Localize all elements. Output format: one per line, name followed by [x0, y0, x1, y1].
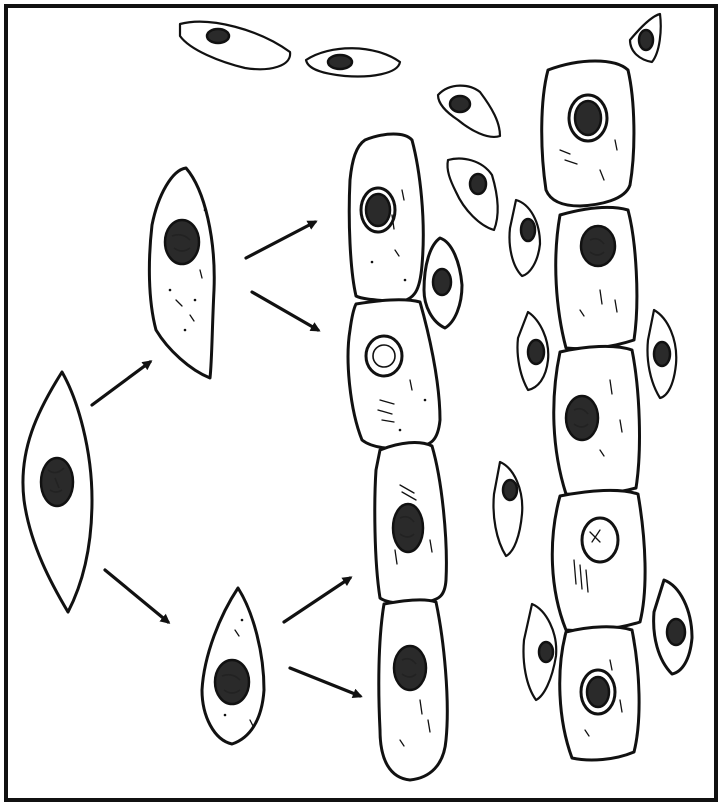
- arrow-stem-to-lower: [103, 568, 171, 624]
- upper-progenitor-cell: [147, 166, 216, 380]
- small-cells-right: [492, 198, 694, 702]
- lower-progenitor-cell: [200, 586, 266, 746]
- small-cell-middle: [422, 236, 464, 330]
- right-cell-column: [540, 59, 647, 762]
- small-cells-top: [178, 12, 662, 232]
- middle-cell-column: [346, 132, 449, 782]
- arrow-upper-to-row2: [250, 290, 321, 332]
- arrow-stem-to-upper: [90, 360, 153, 407]
- stem-cell: [21, 370, 94, 614]
- figure-border: [4, 4, 718, 802]
- arrow-lower-to-row3: [282, 576, 353, 624]
- arrow-upper-to-row1: [244, 220, 318, 260]
- arrow-lower-to-row4: [288, 666, 363, 699]
